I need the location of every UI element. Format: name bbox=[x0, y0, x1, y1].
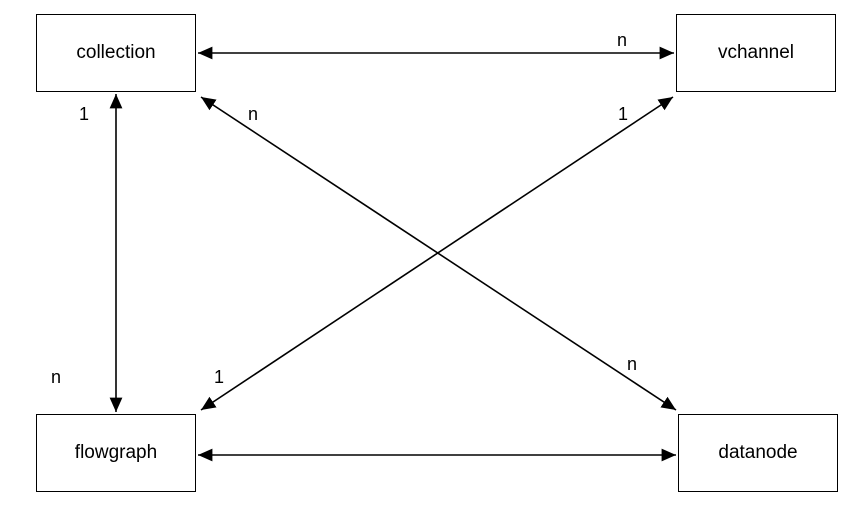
node-datanode: datanode bbox=[678, 414, 838, 492]
edge-label-flowgraph-vchannel-1-top: 1 bbox=[617, 104, 629, 124]
node-collection-label: collection bbox=[76, 42, 156, 63]
edge-label-collection-datanode-n-top: n bbox=[247, 104, 259, 124]
node-collection: collection bbox=[36, 14, 196, 92]
edge-label-collection-vchannel-n: n bbox=[616, 30, 628, 50]
edge-label-collection-datanode-n-bottom: n bbox=[626, 354, 638, 374]
node-datanode-label: datanode bbox=[718, 442, 798, 463]
node-vchannel-label: vchannel bbox=[717, 42, 795, 63]
edge-flowgraph-vchannel bbox=[200, 96, 674, 411]
edge-label-collection-flowgraph-1: 1 bbox=[78, 104, 90, 124]
edge-label-flowgraph-vchannel-1-bottom: 1 bbox=[213, 367, 225, 387]
node-flowgraph: flowgraph bbox=[36, 414, 196, 492]
node-vchannel: vchannel bbox=[676, 14, 836, 92]
edge-label-collection-flowgraph-n: n bbox=[50, 367, 62, 387]
node-flowgraph-label: flowgraph bbox=[74, 442, 158, 463]
